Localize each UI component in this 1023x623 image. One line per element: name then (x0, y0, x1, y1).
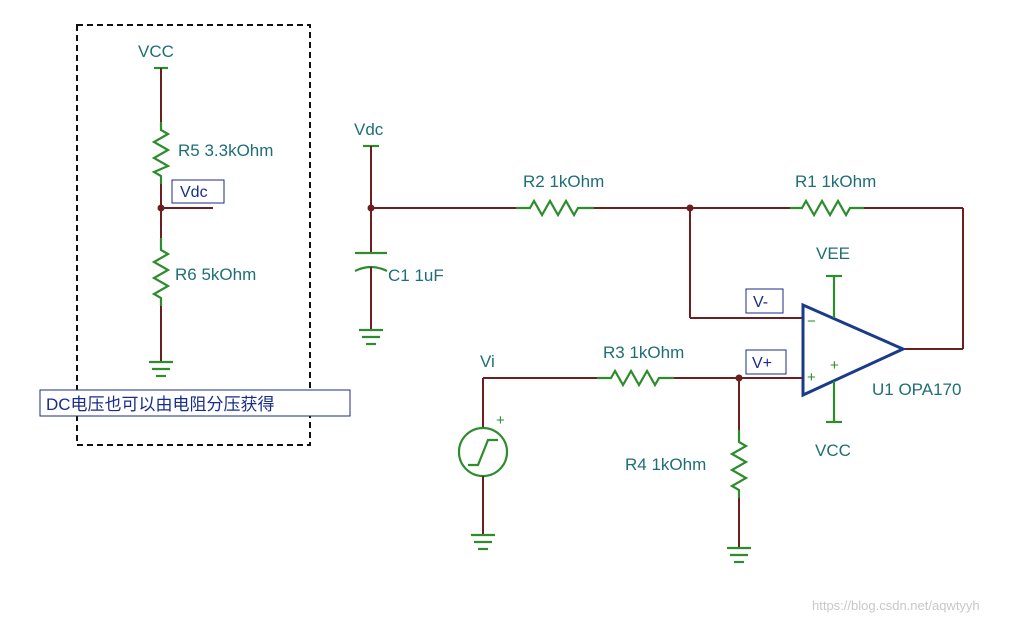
vee-label: VEE (816, 244, 850, 263)
r1-label: R1 1kOhm (795, 172, 876, 191)
vcc-left-supply (154, 66, 168, 122)
r6-resistor (151, 238, 171, 306)
vdc-tag-left: Vdc (180, 184, 208, 201)
vplus-tag-box (745, 349, 787, 375)
vi-step-source (457, 426, 509, 478)
vi-source-plus-sign: + (496, 412, 505, 429)
ground-r4-symbol (727, 546, 751, 564)
r5-resistor (151, 122, 171, 184)
vplus-tag: V+ (752, 355, 772, 372)
r3-resistor (597, 368, 674, 388)
c1-label: C1 1uF (388, 266, 444, 285)
note-text: DC电压也可以由电阻分压获得 (46, 395, 275, 414)
opamp-noninverting-sign: + (807, 369, 816, 386)
opamp-u1 (801, 302, 907, 398)
vminus-tag-box (745, 288, 784, 314)
opamp-inverting-sign: − (807, 313, 816, 330)
r2-label: R2 1kOhm (523, 172, 604, 191)
vi-label: Vi (480, 352, 495, 371)
r5-label: R5 3.3kOhm (178, 141, 273, 160)
vdc-top-label: Vdc (354, 120, 384, 139)
vdc-tag-left-box (171, 179, 225, 204)
vcc-bottom-label: VCC (815, 441, 851, 460)
ground-left-symbol (149, 360, 173, 378)
ground-vi-symbol (471, 533, 495, 551)
r2-resistor (516, 198, 594, 218)
watermark: https://blog.csdn.net/aqwtyyh (812, 598, 980, 613)
r3-label: R3 1kOhm (603, 343, 684, 362)
u1-label: U1 OPA170 (872, 380, 961, 399)
ground-c1-symbol (359, 328, 383, 346)
r1-resistor (790, 198, 864, 218)
note-box (39, 389, 351, 417)
divider-group-box (76, 24, 311, 446)
opamp-supply-plus-sign: + (830, 357, 839, 374)
r4-label: R4 1kOhm (625, 455, 706, 474)
r6-label: R6 5kOhm (175, 265, 256, 284)
r4-resistor (729, 430, 749, 498)
vcc-left-label: VCC (138, 42, 174, 61)
vminus-tag: V- (753, 294, 768, 311)
